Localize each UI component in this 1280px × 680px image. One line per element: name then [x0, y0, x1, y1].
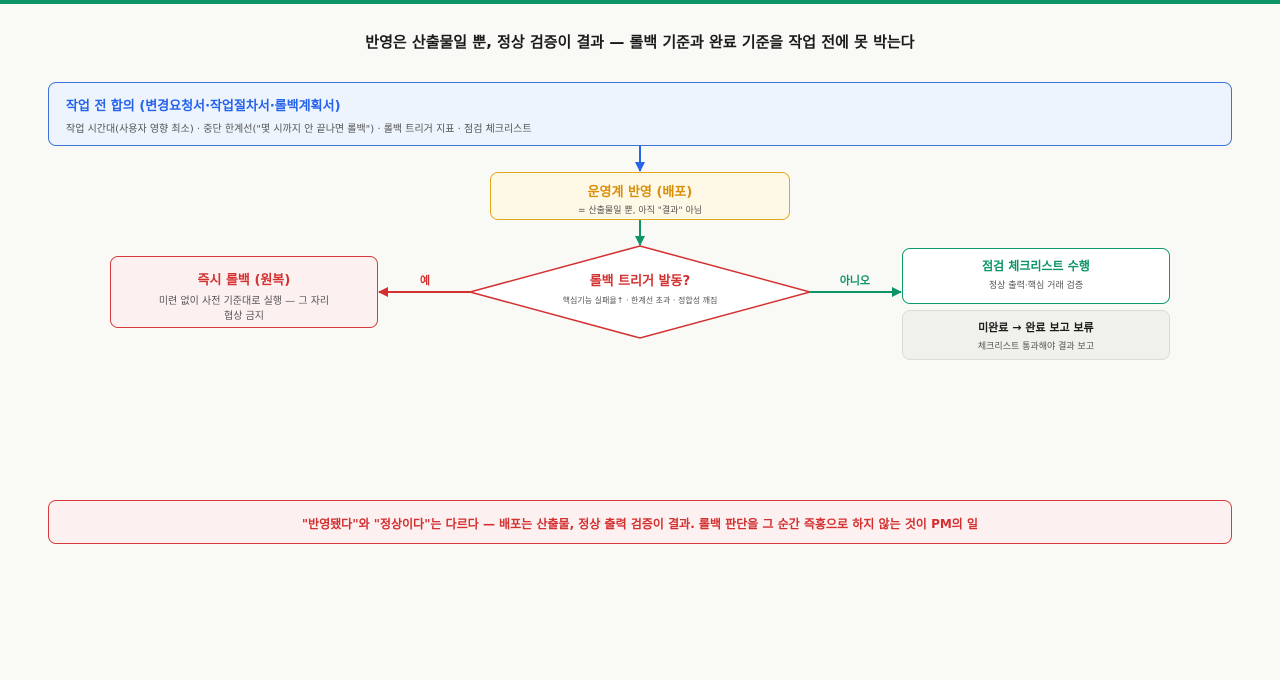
incomplete-hold-box: 미완료 → 완료 보고 보류 체크리스트 통과해야 결과 보고: [902, 310, 1170, 360]
agreement-heading: 작업 전 합의 (변경요청서·작업절차서·롤백계획서): [66, 99, 341, 114]
decision-diamond: [467, 245, 813, 339]
deploy-heading: 운영계 반영 (배포): [587, 185, 693, 200]
rollback-heading: 즉시 롤백 (원복): [197, 273, 291, 288]
rollback-detail: 미련 없이 사전 기준대로 실행 — 그 자리 협상 금지: [111, 294, 377, 324]
pre-work-agreement-box: 작업 전 합의 (변경요청서·작업절차서·롤백계획서) 작업 시간대(사용자 영…: [48, 82, 1232, 146]
incomplete-detail: 체크리스트 통과해야 결과 보고: [977, 342, 1095, 352]
agreement-detail: 작업 시간대(사용자 영향 최소) · 중단 한계선("몇 시까지 안 끝나면 …: [66, 124, 532, 135]
diagram-title: 반영은 산출물일 뿐, 정상 검증이 결과 — 롤백 기준과 완료 기준을 작업…: [365, 33, 915, 51]
immediate-rollback-box: 즉시 롤백 (원복) 미련 없이 사전 기준대로 실행 — 그 자리 협상 금지: [110, 256, 378, 328]
checklist-heading: 점검 체크리스트 수행: [982, 259, 1090, 273]
decision-criteria: 핵심기능 실패율↑ · 한계선 초과 · 정합성 깨짐: [562, 296, 718, 305]
rollback-detail-line1: 미련 없이 사전 기준대로 실행 — 그 자리: [158, 296, 330, 307]
deploy-detail: = 산출물일 뿐, 아직 "결과" 아님: [577, 206, 703, 216]
no-label: 아니오: [839, 274, 871, 287]
bottom-note-banner: "반영됐다"와 "정상이다"는 다르다 — 배포는 산출물, 정상 출력 검증이…: [48, 500, 1232, 544]
deploy-box: 운영계 반영 (배포) = 산출물일 뿐, 아직 "결과" 아님: [490, 172, 790, 220]
top-accent-bar: [0, 0, 1280, 4]
checklist-detail: 정상 출력·핵심 거래 검증: [988, 281, 1084, 291]
incomplete-heading: 미완료 → 완료 보고 보류: [978, 321, 1094, 334]
bottom-note-text: "반영됐다"와 "정상이다"는 다르다 — 배포는 산출물, 정상 출력 검증이…: [301, 517, 979, 531]
checklist-box: 점검 체크리스트 수행 정상 출력·핵심 거래 검증: [902, 248, 1170, 304]
rollback-detail-line2: 협상 금지: [224, 311, 264, 322]
yes-label: 예: [419, 274, 431, 287]
decision-question: 롤백 트리거 발동?: [589, 274, 691, 289]
